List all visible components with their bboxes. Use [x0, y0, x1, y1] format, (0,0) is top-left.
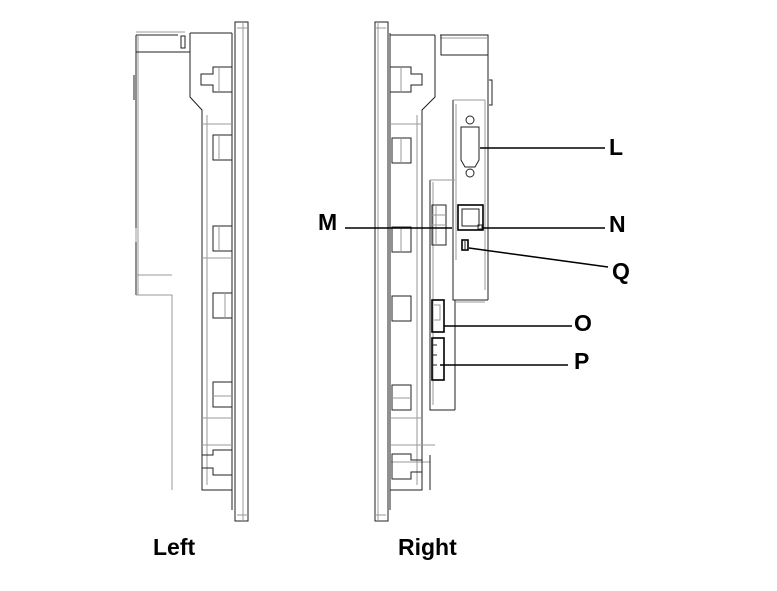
leader-lines	[345, 147, 609, 366]
serial-port-connector	[460, 115, 480, 178]
callout-label-Q: Q	[612, 258, 630, 284]
callout-label-P: P	[574, 348, 590, 374]
right-housing	[390, 34, 493, 491]
left-view-caption: Left	[153, 534, 196, 560]
right-bezel	[374, 21, 391, 522]
left-mounting-clips	[200, 66, 233, 476]
card-slot-upper	[431, 299, 445, 333]
card-slot-lower	[431, 337, 445, 381]
left-view-drawing	[133, 21, 249, 522]
callout-label-O: O	[574, 310, 592, 336]
callout-label-N: N	[609, 211, 626, 237]
left-bezel	[231, 21, 249, 522]
right-view-drawing	[374, 21, 493, 522]
callout-label-M: M	[318, 209, 338, 235]
right-mounting-clips	[389, 66, 423, 480]
right-view-caption: Right	[398, 534, 457, 560]
small-port	[461, 239, 469, 251]
side-connector-block	[431, 204, 447, 246]
callout-label-L: L	[609, 134, 624, 160]
leader-line-Q	[468, 247, 609, 268]
ethernet-port	[457, 204, 484, 231]
left-housing	[133, 31, 232, 491]
